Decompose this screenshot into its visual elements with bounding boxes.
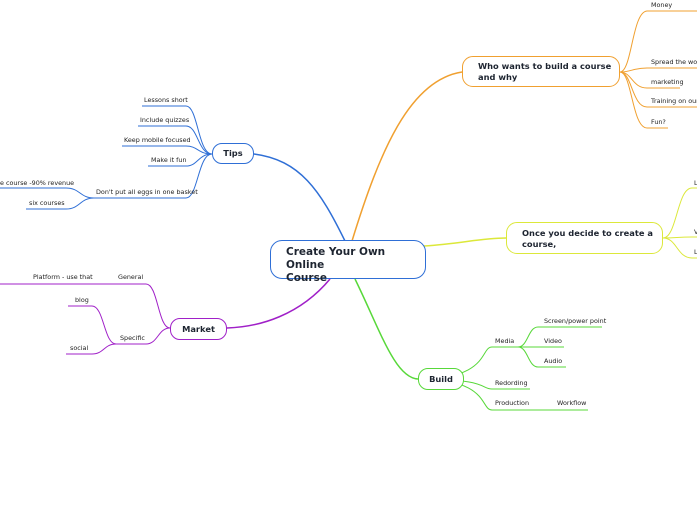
media-child-video[interactable]: Video [544, 337, 562, 345]
who-child-money[interactable]: Money [651, 1, 673, 9]
tips-child-mobile[interactable]: Keep mobile focused [124, 136, 191, 144]
who-title-line2: and why [478, 71, 518, 82]
topic-who-wants[interactable]: Who wants to build a course and why [462, 56, 620, 87]
who-child-fun[interactable]: Fun? [651, 118, 666, 126]
tips-child-fun[interactable]: Make it fun [151, 156, 187, 164]
once-child-1[interactable]: L [694, 179, 697, 187]
market-general[interactable]: General [118, 273, 144, 281]
who-child-training[interactable]: Training on our p [651, 97, 697, 105]
once-title-line1: Once you decide to create a [522, 228, 653, 238]
central-title-line2: Course [286, 272, 327, 284]
basket-child-six[interactable]: six courses [29, 199, 65, 207]
tips-child-basket[interactable]: Don't put all eggs in one basket [96, 188, 198, 196]
connector-who [351, 71, 463, 242]
connector-tips [253, 153, 346, 242]
build-production[interactable]: Production [495, 399, 529, 407]
once-title-line2: course, [522, 238, 557, 249]
tips-child-quizzes[interactable]: Include quizzes [140, 116, 190, 124]
once-child-2[interactable]: V [694, 228, 697, 236]
topic-once-you-decide[interactable]: Once you decide to create a course, [506, 222, 663, 254]
who-child-marketing[interactable]: marketing [651, 78, 684, 86]
once-child-3[interactable]: L [694, 248, 697, 256]
topic-tips[interactable]: Tips [212, 143, 254, 164]
build-media[interactable]: Media [495, 337, 515, 345]
central-title-line1: Create Your Own Online [286, 246, 386, 271]
connector-build [354, 278, 419, 380]
topic-market[interactable]: Market [170, 318, 227, 340]
central-topic[interactable]: Create Your Own Online Course [270, 240, 426, 284]
connector-once [423, 237, 507, 247]
specific-child-social[interactable]: social [70, 344, 89, 352]
specific-child-blog[interactable]: blog [75, 296, 89, 304]
production-child-workflow[interactable]: Workflow [557, 399, 587, 407]
media-child-screen[interactable]: Screen/power point [544, 317, 607, 325]
media-child-audio[interactable]: Audio [544, 357, 563, 365]
market-specific[interactable]: Specific [120, 334, 145, 342]
build-recording[interactable]: Redording [495, 379, 528, 387]
who-title-line1: Who wants to build a course [478, 61, 612, 71]
basket-child-revenue[interactable]: e course -90% revenue [0, 179, 75, 187]
market-platform[interactable]: Platform - use that [33, 273, 93, 281]
who-child-spread[interactable]: Spread the word [651, 58, 697, 66]
topic-build[interactable]: Build [418, 368, 464, 390]
tips-child-lessons[interactable]: Lessons short [144, 96, 188, 104]
connector-market [226, 278, 331, 329]
